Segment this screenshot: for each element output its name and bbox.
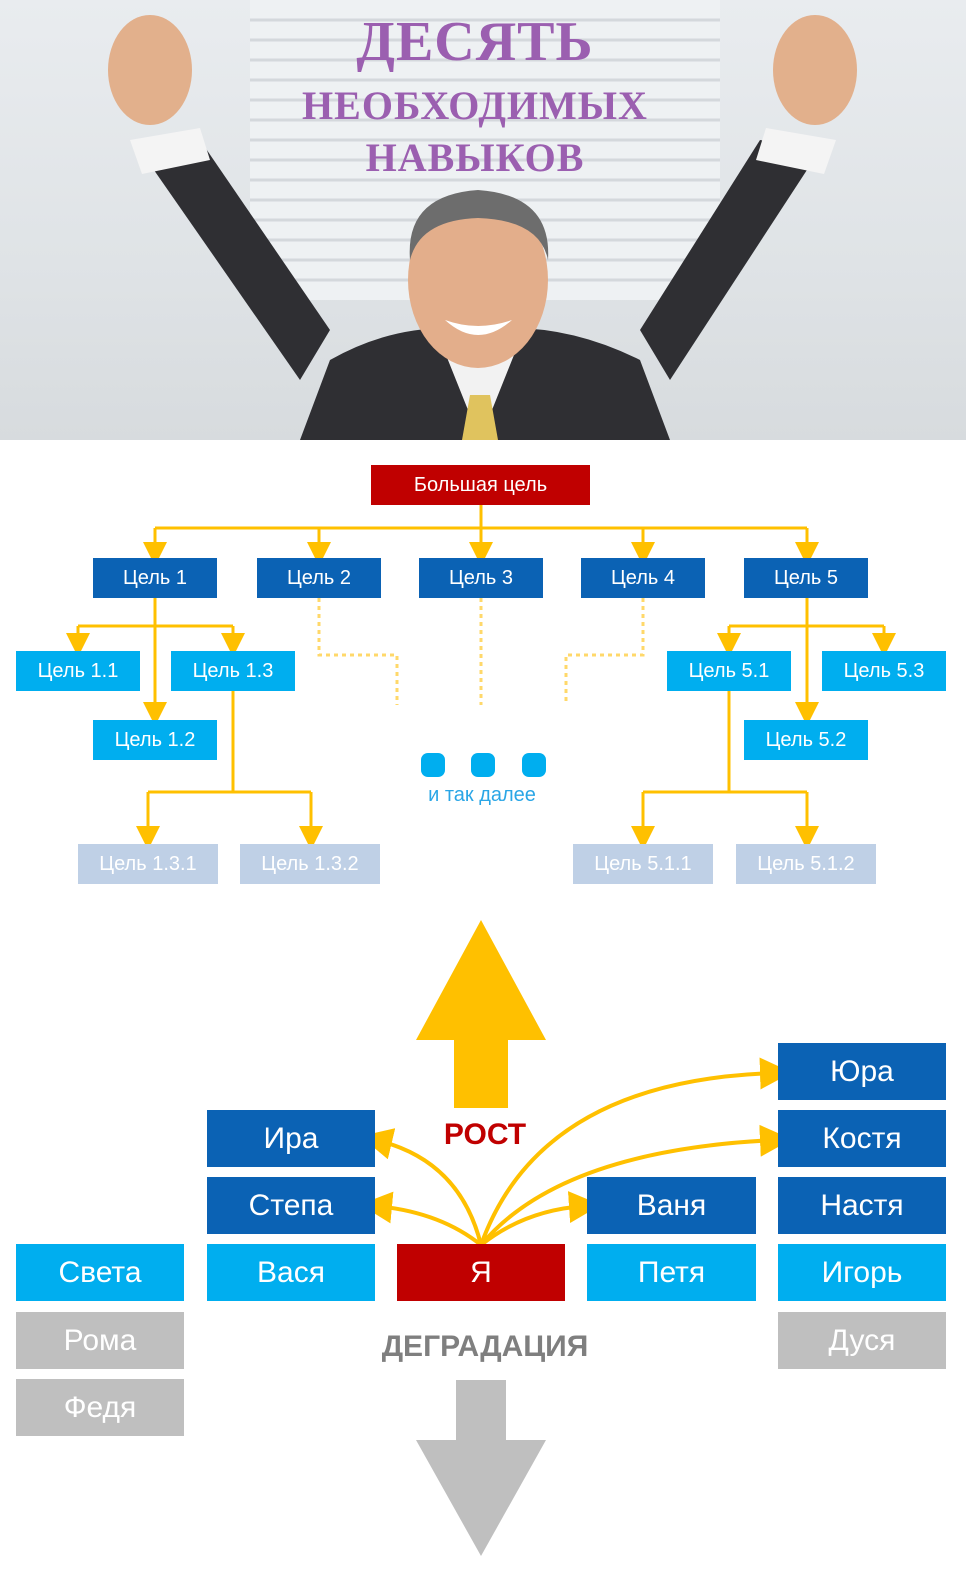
person-petya: Петя <box>587 1244 756 1301</box>
ellipsis-dot-1 <box>421 753 445 777</box>
person-kostya: Костя <box>778 1110 946 1167</box>
hero-banner: ДЕСЯТЬ НЕОБХОДИМЫХ НАВЫКОВ <box>0 0 966 440</box>
goal-5-2: Цель 5.2 <box>744 720 868 760</box>
goal-5-1: Цель 5.1 <box>667 651 791 691</box>
goal-5-1-1: Цель 5.1.1 <box>573 844 713 884</box>
goal-1-3-1: Цель 1.3.1 <box>78 844 218 884</box>
person-vanya: Ваня <box>587 1177 756 1234</box>
etc-label: и так далее <box>428 784 536 806</box>
goal-5: Цель 5 <box>744 558 868 598</box>
goal-1-3-2: Цель 1.3.2 <box>240 844 380 884</box>
person-sveta: Света <box>16 1244 184 1301</box>
person-yura: Юра <box>778 1043 946 1100</box>
center-me: Я <box>397 1244 565 1301</box>
ellipsis-dot-2 <box>471 753 495 777</box>
growth-label: РОСТ <box>443 1118 527 1151</box>
goal-2: Цель 2 <box>257 558 381 598</box>
goal-5-1-2: Цель 5.1.2 <box>736 844 876 884</box>
person-vasya: Вася <box>207 1244 375 1301</box>
hero-title-line-3: НАВЫКОВ <box>365 135 585 180</box>
person-ira: Ира <box>207 1110 375 1167</box>
goal-5-3: Цель 5.3 <box>822 651 946 691</box>
person-roma: Рома <box>16 1312 184 1369</box>
goal-1-3: Цель 1.3 <box>171 651 295 691</box>
goal-3: Цель 3 <box>419 558 543 598</box>
person-stepa: Степа <box>207 1177 375 1234</box>
goal-1-1: Цель 1.1 <box>16 651 140 691</box>
degradation-label: ДЕГРАДАЦИЯ <box>381 1330 589 1363</box>
ellipsis-dot-3 <box>522 753 546 777</box>
goal-root: Большая цель <box>371 465 590 505</box>
person-dusya: Дуся <box>778 1312 946 1369</box>
hero-photo <box>108 0 857 440</box>
person-fedya: Федя <box>16 1379 184 1436</box>
person-nastya: Настя <box>778 1177 946 1234</box>
person-igor: Игорь <box>778 1244 946 1301</box>
hero-title-line-2: НЕОБХОДИМЫХ <box>302 83 648 128</box>
hero-title-line-1: ДЕСЯТЬ <box>356 11 594 73</box>
goal-1: Цель 1 <box>93 558 217 598</box>
goal-4: Цель 4 <box>581 558 705 598</box>
goal-1-2: Цель 1.2 <box>93 720 217 760</box>
